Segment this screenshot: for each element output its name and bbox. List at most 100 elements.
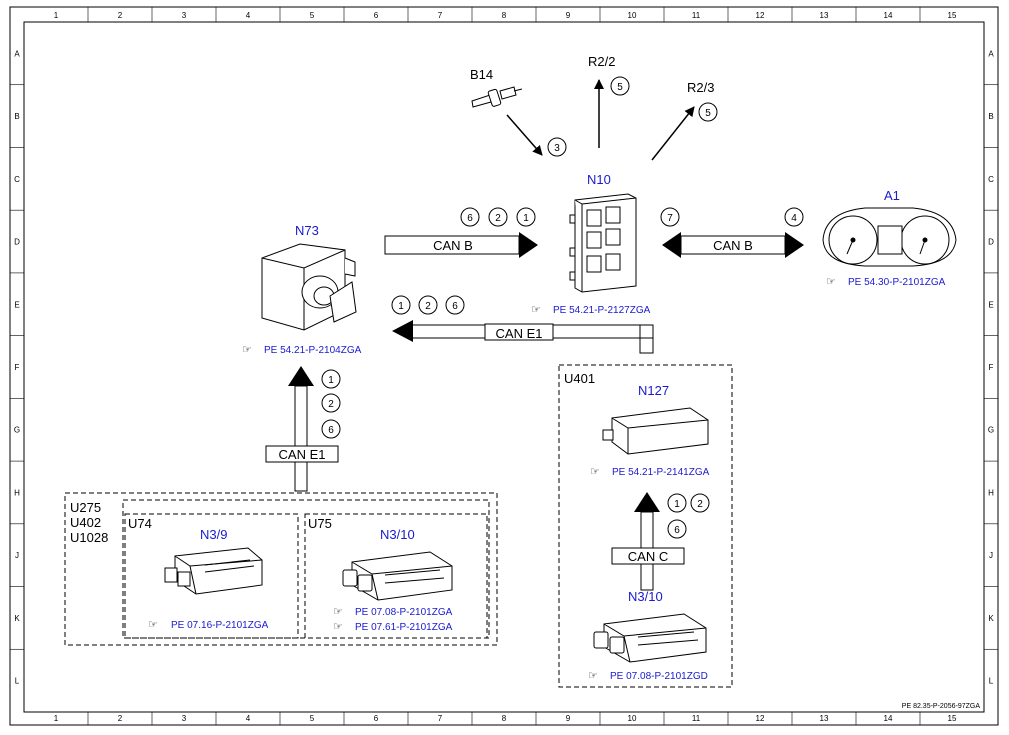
grid-row-label-right: K <box>988 614 994 623</box>
b14-arrow <box>506 114 543 156</box>
grid-row-label-right: J <box>989 551 993 560</box>
signal-6a-text: 6 <box>467 213 473 224</box>
grid-row-label-left: B <box>14 112 19 121</box>
signal-circle-2b <box>418 295 438 315</box>
grid-row-label-right: E <box>988 300 993 309</box>
signal-2d-text: 2 <box>697 499 703 510</box>
signal-circle-1c <box>321 369 341 389</box>
signal-3-text: 3 <box>554 143 560 154</box>
n310-u401-pointer-icon: ☞ <box>588 670 598 682</box>
u75-group-box <box>304 513 488 639</box>
a1-ref: PE 54.30-P-2101ZGA <box>848 277 946 288</box>
grid-row-label-right: B <box>988 112 993 121</box>
grid-row-label-left: E <box>14 300 19 309</box>
r22-label: R2/2 <box>588 54 615 69</box>
n10-pointer-icon: ☞ <box>531 304 541 316</box>
can-e1-left-label: CAN E1 <box>496 326 543 341</box>
n127-pointer-icon: ☞ <box>590 466 600 478</box>
signal-1d-text: 1 <box>674 499 680 510</box>
n127-module-icon <box>602 407 709 455</box>
signal-circle-6b <box>445 295 465 315</box>
inner-frame <box>23 21 985 713</box>
b14-label: B14 <box>470 67 493 82</box>
can-e1-left-bus: CAN E1 <box>392 320 654 354</box>
signal-circle-6c <box>321 419 341 439</box>
u1028-label: U1028 <box>70 530 108 545</box>
grid-row-label-left: A <box>14 49 20 58</box>
signal-2a-text: 2 <box>495 213 501 224</box>
signal-1c-text: 1 <box>328 375 334 386</box>
grid-col-label-top: 4 <box>246 11 251 20</box>
u401-label: U401 <box>564 371 595 386</box>
n73-label: N73 <box>295 223 319 238</box>
can-c-bus: CAN C <box>611 492 685 591</box>
grid-col-label-top: 12 <box>756 11 765 20</box>
grid-row-label-right: F <box>989 363 994 372</box>
signal-circle-1d <box>667 493 687 513</box>
grid-col-label-bottom: 9 <box>566 714 571 723</box>
grid-col-label-bottom: 2 <box>118 714 123 723</box>
signal-circle-5a <box>610 76 630 96</box>
grid-col-label-bottom: 8 <box>502 714 507 723</box>
signal-1a-text: 1 <box>523 213 529 224</box>
can-e1-top-label: CAN E1 <box>279 447 326 462</box>
grid-col-label-bottom: 5 <box>310 714 315 723</box>
n310-u75-pointer-icon-2: ☞ <box>333 621 343 633</box>
grid-col-label-top: 13 <box>820 11 829 20</box>
grid-col-label-bottom: 10 <box>628 714 637 723</box>
grid-row-label-left: F <box>15 363 20 372</box>
grid-col-label-top: 6 <box>374 11 379 20</box>
signal-circle-2a <box>488 207 508 227</box>
grid-col-label-top: 1 <box>54 11 59 20</box>
grid-row-label-left: D <box>14 238 20 247</box>
grid-col-label-top: 15 <box>948 11 957 20</box>
grid-row-label-right: D <box>988 238 994 247</box>
grid-row-label-right: H <box>988 488 994 497</box>
n10-ref: PE 54.21-P-2127ZGA <box>553 305 651 316</box>
n39-ecu-icon <box>164 547 263 595</box>
signal-6b-text: 6 <box>452 301 458 312</box>
signal-5b-text: 5 <box>705 108 711 119</box>
u275-inner-box <box>122 499 490 639</box>
n39-label: N3/9 <box>200 527 227 542</box>
n127-label: N127 <box>638 383 669 398</box>
n10-label: N10 <box>587 172 611 187</box>
u402-label: U402 <box>70 515 101 530</box>
r23-label: R2/3 <box>687 80 714 95</box>
signal-6c-text: 6 <box>328 425 334 436</box>
u275-group-box <box>64 492 498 646</box>
n310-u75-ecu-icon <box>342 551 453 601</box>
grid-col-label-top: 8 <box>502 11 507 20</box>
r23-arrow <box>651 106 695 161</box>
grid-row-label-left: L <box>15 677 20 686</box>
u275-label: U275 <box>70 500 101 515</box>
grid-row-label-left: J <box>15 551 19 560</box>
n73-ignition-icon <box>261 243 357 331</box>
can-b-left-label: CAN B <box>433 238 473 253</box>
n310-u75-ref2: PE 07.61-P-2101ZGA <box>355 622 453 633</box>
grid-col-label-bottom: 1 <box>54 714 59 723</box>
outer-frame <box>9 6 999 726</box>
can-b-right-bus: CAN B <box>662 232 804 258</box>
signal-circle-4 <box>784 207 804 227</box>
grid-row-label-left: C <box>14 175 20 184</box>
grid-col-label-bottom: 11 <box>692 714 701 723</box>
grid-row-label-left: G <box>14 426 20 435</box>
grid-col-label-top: 7 <box>438 11 443 20</box>
grid-row-label-left: K <box>14 614 20 623</box>
signal-circle-7 <box>660 207 680 227</box>
b14-sensor-icon <box>471 86 523 108</box>
grid-row-label-right: G <box>988 426 994 435</box>
n10-module-icon <box>569 193 637 293</box>
signal-circle-1b <box>391 295 411 315</box>
signal-2c-text: 2 <box>328 399 334 410</box>
grid-col-label-bottom: 13 <box>820 714 829 723</box>
grid-col-label-bottom: 12 <box>756 714 765 723</box>
grid-col-label-top: 5 <box>310 11 315 20</box>
grid-col-label-bottom: 6 <box>374 714 379 723</box>
n39-pointer-icon: ☞ <box>148 619 158 631</box>
grid-row-label-right: L <box>989 677 994 686</box>
signal-circle-1a <box>516 207 536 227</box>
n127-ref: PE 54.21-P-2141ZGA <box>612 467 710 478</box>
n310-u75-pointer-icon-1: ☞ <box>333 606 343 618</box>
